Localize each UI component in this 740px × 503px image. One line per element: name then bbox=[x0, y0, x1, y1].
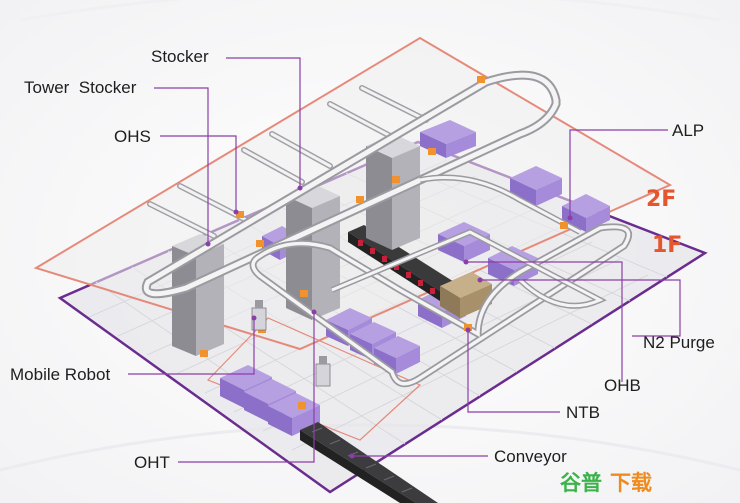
label-ntb: NTB bbox=[566, 403, 600, 422]
leader-ohb bbox=[466, 261, 623, 382]
tool-block bbox=[268, 393, 320, 436]
tool-block bbox=[562, 194, 610, 232]
label-oht: OHT bbox=[134, 453, 170, 472]
leader-ntb bbox=[467, 330, 560, 413]
label-ohb: OHB bbox=[604, 376, 641, 395]
label-alp: ALP bbox=[672, 121, 704, 140]
background-arc-top bbox=[19, 0, 721, 22]
leader-alp bbox=[569, 129, 668, 218]
leader-oht bbox=[178, 312, 315, 463]
label-stocker: Stocker bbox=[151, 47, 209, 66]
label-conveyor: Conveyor bbox=[494, 447, 567, 466]
mobile-robot bbox=[315, 356, 331, 387]
mobile-robots bbox=[251, 300, 331, 387]
mobile-robot bbox=[251, 300, 267, 331]
watermark: 谷普 下载 bbox=[560, 471, 652, 495]
label-ohs: OHS bbox=[114, 127, 151, 146]
leader-ohs bbox=[160, 135, 237, 212]
label-mobile-robot: Mobile Robot bbox=[10, 365, 110, 384]
tool-block bbox=[420, 120, 476, 158]
leader-n2-purge bbox=[480, 279, 681, 337]
label-floor-2f: 2F bbox=[646, 187, 676, 212]
tool-block bbox=[510, 166, 562, 206]
watermark-text-b: 下载 bbox=[610, 471, 652, 495]
leader-tower-stocker bbox=[154, 87, 209, 244]
label-tower-stocker: Tower Stocker bbox=[24, 78, 137, 97]
leader-mobile-robot bbox=[128, 318, 255, 375]
leader-stocker bbox=[226, 57, 301, 188]
watermark-text-a: 谷普 bbox=[560, 471, 602, 495]
label-n2-purge: N2 Purge bbox=[643, 333, 715, 352]
label-floor-1f: 1F bbox=[652, 233, 682, 258]
leader-lines bbox=[128, 57, 681, 463]
